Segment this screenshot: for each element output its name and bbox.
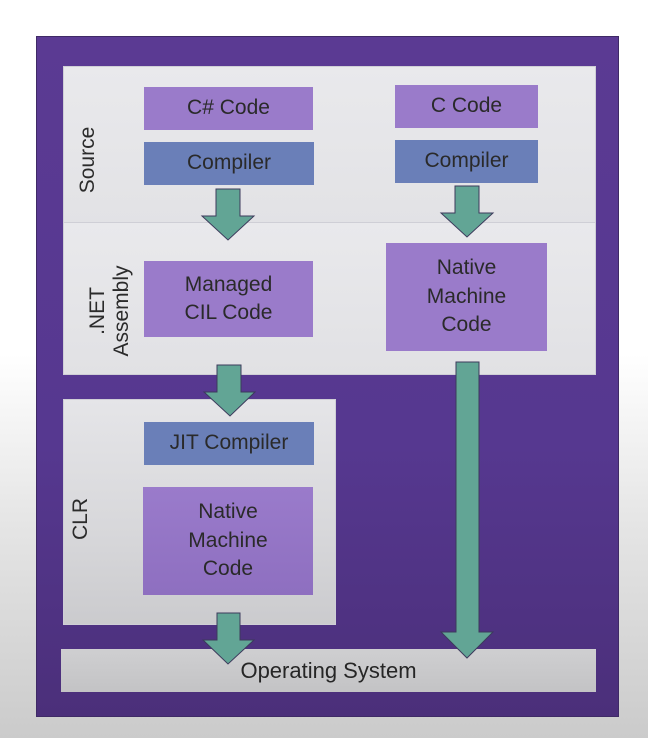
c-code-box: C Code xyxy=(395,85,538,128)
csharp-compiler-box: Compiler xyxy=(144,142,314,185)
assembly-native-machine-code-box: Native Machine Code xyxy=(386,243,547,351)
source-layer-label: Source xyxy=(76,126,99,194)
operating-system-bar: Operating System xyxy=(61,649,596,692)
clr-native-machine-code-box: Native Machine Code xyxy=(143,487,313,595)
operating-system-label: Operating System xyxy=(240,657,417,683)
clr-layer-label: CLR xyxy=(69,498,92,541)
assembly-label-line1: .NET xyxy=(86,287,109,335)
c-compiler-box: Compiler xyxy=(395,140,538,183)
assembly-layer-label: .NET Assembly xyxy=(86,251,138,371)
csharp-code-box: C# Code xyxy=(144,87,313,130)
assembly-label-line2: Assembly xyxy=(110,265,134,357)
managed-cil-code-box: Managed CIL Code xyxy=(144,261,313,337)
jit-compiler-box: JIT Compiler xyxy=(144,422,314,465)
